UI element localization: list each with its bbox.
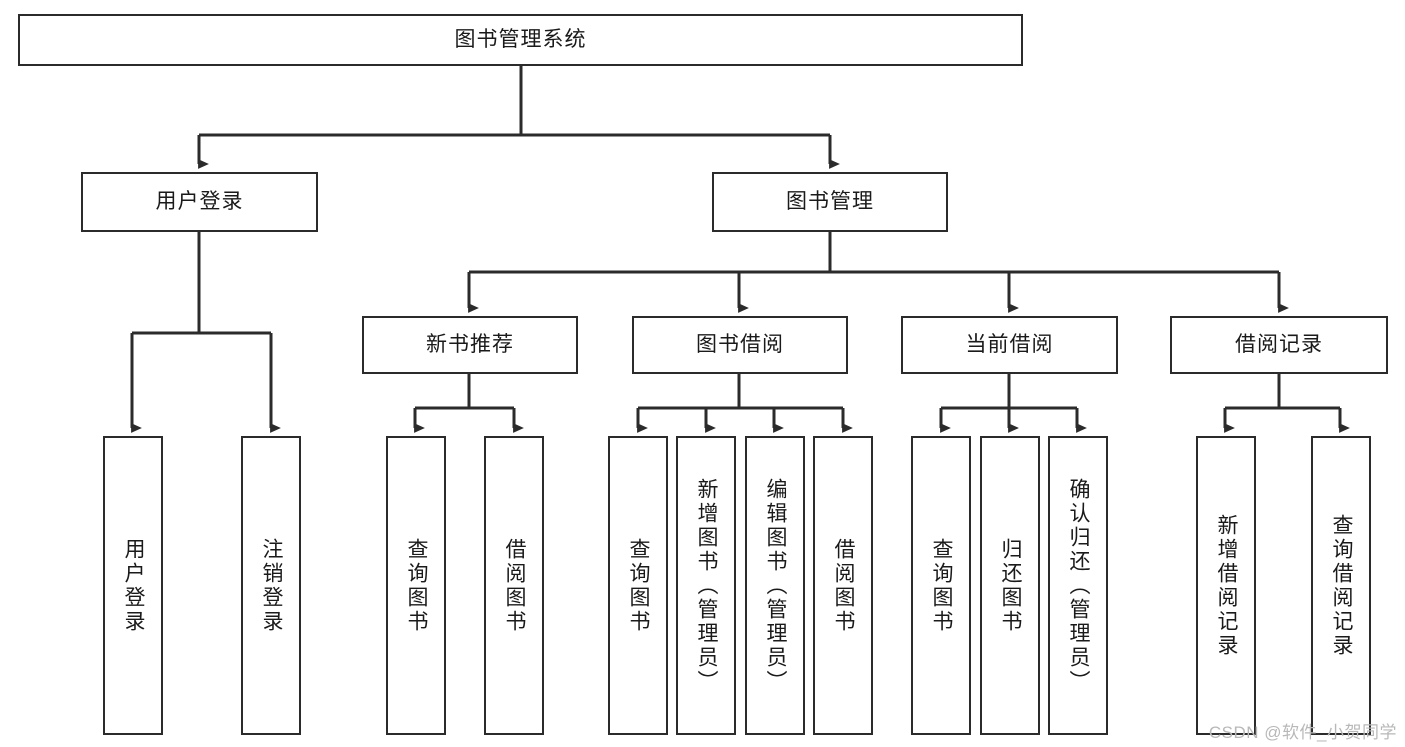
node-book-borrow[interactable]: 图书借阅 <box>632 316 848 374</box>
leaf-query-book-3[interactable]: 查询图书 <box>911 436 971 735</box>
leaf-borrow-book-1[interactable]: 借阅图书 <box>484 436 544 735</box>
watermark-text: CSDN @软件_小贺同学 <box>1208 723 1397 742</box>
leaf-label: 查询图书 <box>627 537 651 634</box>
leaf-label: 新增图书（管理员） <box>695 477 719 694</box>
leaf-add-book[interactable]: 新增图书（管理员） <box>676 436 736 735</box>
leaf-label: 查询图书 <box>405 537 429 634</box>
leaf-label: 新增借阅记录 <box>1215 513 1239 658</box>
leaf-label: 查询图书 <box>930 537 954 634</box>
node-borrow-record[interactable]: 借阅记录 <box>1170 316 1388 374</box>
leaf-add-record[interactable]: 新增借阅记录 <box>1196 436 1256 735</box>
node-new-book-recommend[interactable]: 新书推荐 <box>362 316 578 374</box>
leaf-label: 归还图书 <box>999 537 1023 634</box>
leaf-confirm-return[interactable]: 确认归还（管理员） <box>1048 436 1108 735</box>
node-book-management[interactable]: 图书管理 <box>712 172 948 232</box>
leaf-label: 确认归还（管理员） <box>1067 477 1091 694</box>
leaf-label: 借阅图书 <box>503 537 527 634</box>
node-root-system[interactable]: 图书管理系统 <box>18 14 1023 66</box>
leaf-label: 用户登录 <box>122 537 146 634</box>
leaf-logout-login[interactable]: 注销登录 <box>241 436 301 735</box>
node-current-borrow[interactable]: 当前借阅 <box>901 316 1118 374</box>
leaf-label: 注销登录 <box>260 537 284 634</box>
leaf-edit-book[interactable]: 编辑图书（管理员） <box>745 436 805 735</box>
leaf-user-login[interactable]: 用户登录 <box>103 436 163 735</box>
leaf-borrow-book-2[interactable]: 借阅图书 <box>813 436 873 735</box>
leaf-query-book-1[interactable]: 查询图书 <box>386 436 446 735</box>
node-user-login[interactable]: 用户登录 <box>81 172 318 232</box>
leaf-label: 编辑图书（管理员） <box>764 477 788 694</box>
leaf-query-record[interactable]: 查询借阅记录 <box>1311 436 1371 735</box>
leaf-label: 查询借阅记录 <box>1330 513 1354 658</box>
leaf-query-book-2[interactable]: 查询图书 <box>608 436 668 735</box>
leaf-return-book[interactable]: 归还图书 <box>980 436 1040 735</box>
leaf-label: 借阅图书 <box>832 537 856 634</box>
